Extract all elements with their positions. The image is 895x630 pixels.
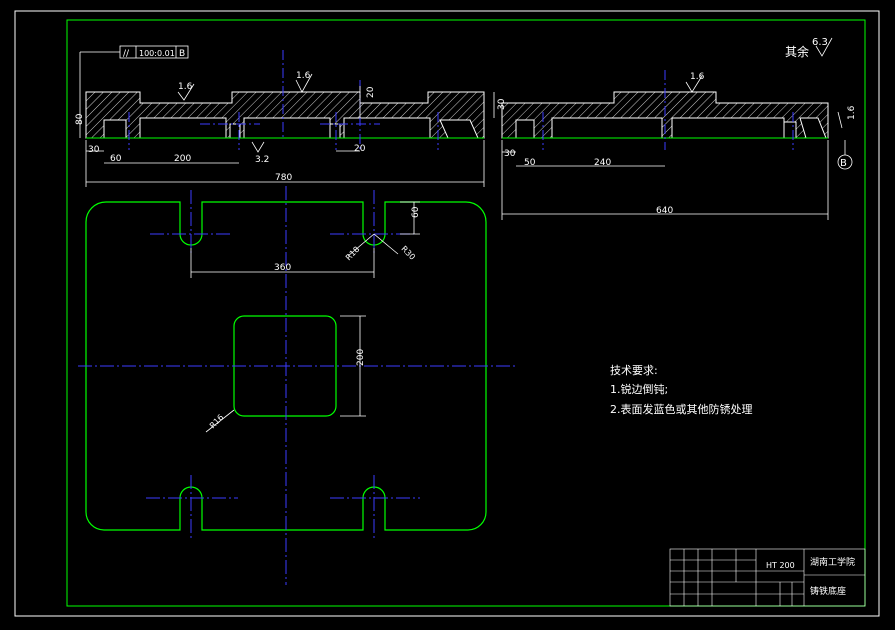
dim-20-bottom: 20 [354, 144, 366, 154]
dim-r16: R16 [208, 413, 226, 431]
datum-b-label: B [840, 158, 847, 169]
title-school: 湖南工学院 [810, 556, 855, 568]
dim-30-right: 30 [504, 149, 516, 159]
tolerance-value: 100:0.01 [139, 49, 175, 58]
dim-200-vertical: 200 [356, 349, 366, 366]
notes-item-2: 2.表面发蓝色或其他防锈处理 [610, 402, 753, 416]
section-view-right [501, 91, 829, 139]
notes-heading: 技术要求: [610, 364, 658, 377]
title-part-name: 铸铁底座 [810, 585, 846, 597]
dim-20-top: 20 [366, 86, 376, 98]
top-dimension-lines [79, 86, 829, 220]
plan-centerlines [78, 186, 518, 585]
tolerance-datum: B [179, 49, 185, 59]
geometric-tolerance-frame: // 100:0.01 B [79, 45, 189, 92]
dim-200: 200 [174, 154, 191, 164]
dim-50: 50 [524, 158, 536, 168]
title-block [669, 548, 866, 607]
dim-80: 80 [75, 113, 85, 125]
roughness-left-b: 1.6 [296, 71, 311, 81]
dim-60-slot: 60 [411, 206, 421, 218]
inner-border [66, 19, 866, 607]
dim-240: 240 [594, 158, 611, 168]
dim-780: 780 [275, 173, 292, 183]
title-material: HT 200 [766, 561, 795, 570]
outer-border [14, 10, 880, 617]
plan-dimension-lines [190, 201, 420, 433]
general-roughness-value: 6.3 [812, 37, 828, 48]
roughness-symbols [177, 37, 853, 170]
roughness-right-side: 1.6 [847, 105, 857, 120]
dim-30-height: 30 [497, 98, 507, 110]
plan-view [85, 201, 487, 531]
roughness-bottom: 3.2 [255, 155, 269, 165]
dim-r30: R30 [399, 244, 417, 262]
dim-360: 360 [274, 263, 291, 273]
section-centerlines [128, 50, 794, 150]
roughness-right-top: 1.6 [690, 72, 705, 82]
tolerance-symbol: // [123, 49, 130, 59]
general-roughness-label: 其余 [785, 44, 809, 59]
roughness-left-a: 1.6 [178, 82, 193, 92]
section-view-left [85, 91, 485, 139]
dim-640: 640 [656, 206, 673, 216]
notes-item-1: 1.锐边倒钝; [610, 382, 668, 396]
dim-60: 60 [110, 154, 122, 164]
dim-30-left: 30 [88, 145, 100, 155]
